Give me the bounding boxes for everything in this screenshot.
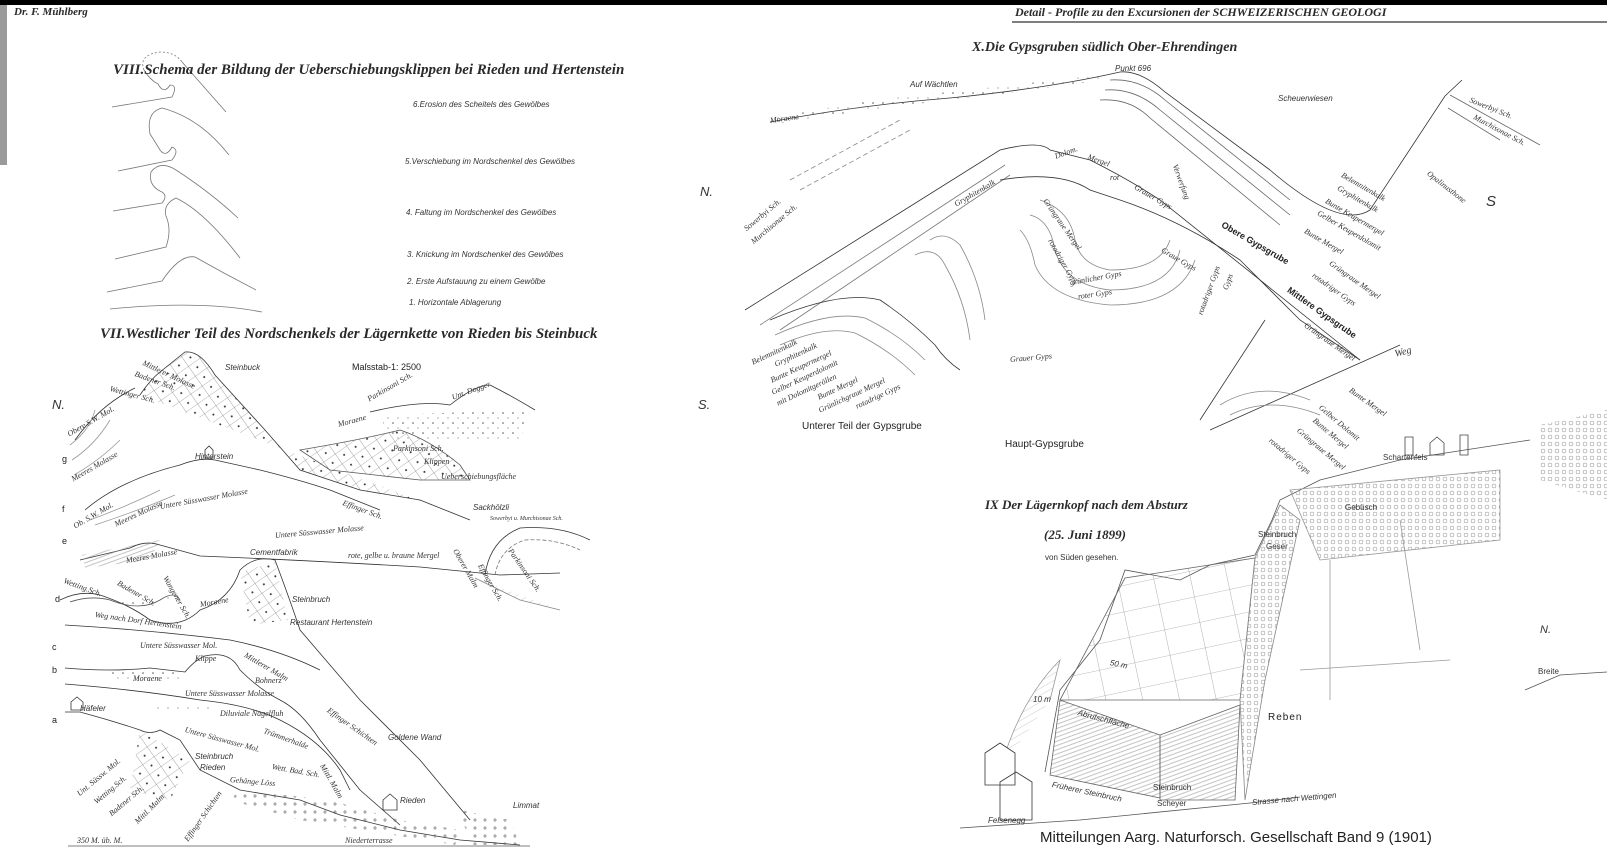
x-north: N. [700,184,713,199]
viii-step-6: 6.Erosion des Scheitels des Gewölbes [413,100,550,109]
label: Cementfabrik [250,548,298,557]
profile-letter-c: c [52,642,57,652]
label: Sowerbyi u. Murchisonae Sch. [490,516,563,522]
label: Rieden [400,796,426,805]
vii-title: VII.Westlicher Teil des Nordschenkels de… [100,326,598,342]
label: Parkinsoni Sch. [393,444,444,453]
profile-letter-g: g [62,454,68,464]
vii-scale: Maſsstab-1: 2500 [352,362,422,372]
label: Haupt-Gypsgrube [1005,439,1084,450]
x-title: X.Die Gypsgruben südlich Ober-Ehrendinge… [972,40,1238,55]
label: Steinbruch [195,752,234,761]
label: Breite [1538,667,1559,676]
label: Untere Süsswasser Molasse [185,689,275,698]
label: Häfeler [80,704,106,713]
label: Rieden [200,763,226,772]
label: rote, gelbe u. braune Mergel [348,551,440,560]
viii-step-1: 1. Horizontale Ablagerung [409,298,502,307]
viii-step-5: 5.Verschiebung im Nordschenkel des Gewöl… [405,157,576,166]
label: Steinbruch [1153,783,1192,792]
ix-landscape [959,410,1607,829]
label: Steinbruch [1258,530,1297,539]
profile-letter-e: e [62,536,68,546]
label: Klippen [424,457,450,466]
left-edge-bar [0,5,7,165]
vii-south: S. [698,397,711,412]
label: Scheuerwiesen [1278,94,1333,103]
ix-subtitle: von Süden gesehen. [1045,553,1119,562]
label: Scheyer [1157,799,1187,808]
label: Diluviale Nagelfluh [220,709,284,718]
viii-step-4: 4. Faltung im Nordschenkel des Gewölbes [406,208,557,217]
label: N. [1540,624,1551,636]
viii-fold-stages [106,51,263,313]
label: Reben [1268,712,1303,723]
label: Felsenegg [988,816,1026,825]
top-border [0,0,1607,5]
profile-letter-d: d [55,594,61,604]
label: Unterer Teil der Gypsgrube [802,421,922,432]
label: Geser [1266,542,1288,551]
label: Sackhölzli [473,503,510,512]
label: Ueberschiebungsfläche [441,472,517,481]
profile-letter-a: a [52,715,58,725]
profile-letter-f: f [62,504,65,514]
label: 10 m [1033,695,1051,704]
label: Goldene Wand [388,733,442,742]
viii-step-3: 3. Knickung im Nordschenkel des Gewölbes [407,250,564,259]
label: Bohnerz [255,676,282,685]
label: Schartenfels [1383,453,1428,462]
label: Hinterstein [195,452,234,461]
label: Limmat [513,801,540,810]
ix-title: IX Der Lägernkopf nach dem Absturz [985,497,1188,512]
label: 350 M. üb. M. [77,836,123,845]
label: Steinbruch [292,595,331,604]
label: Klippe [195,654,217,663]
label: Auf Wächtlen [910,80,958,89]
profile-letter-b: b [52,665,58,675]
label: Gebüsch [1345,503,1378,512]
label: Untere Süsswasser Mol. [140,641,218,650]
ix-date: (25. Juni 1899) [1044,527,1126,542]
vii-profiles [59,351,591,847]
label: Moraene [133,674,162,683]
label: Steinbuck [225,363,261,372]
x-profile [744,71,1541,431]
label: Punkt 696 [1115,64,1152,73]
source-caption: Mitteilungen Aarg. Naturforsch. Gesellsc… [1040,829,1432,846]
viii-step-2: 2. Erste Aufstauung zu einem Gewölbe [407,277,546,286]
label: Restaurant Hertenstein [290,618,373,627]
series-title: Detail - Profile zu den Excursionen der … [1015,5,1387,19]
label: Niederterrasse [345,836,393,845]
vii-north: N. [52,397,65,412]
viii-title: VIII.Schema der Bildung der Ueberschiebu… [113,62,625,78]
label: rot [1110,173,1120,182]
x-south: S [1486,193,1497,210]
author-label: Dr. F. Mühlberg [14,6,88,18]
